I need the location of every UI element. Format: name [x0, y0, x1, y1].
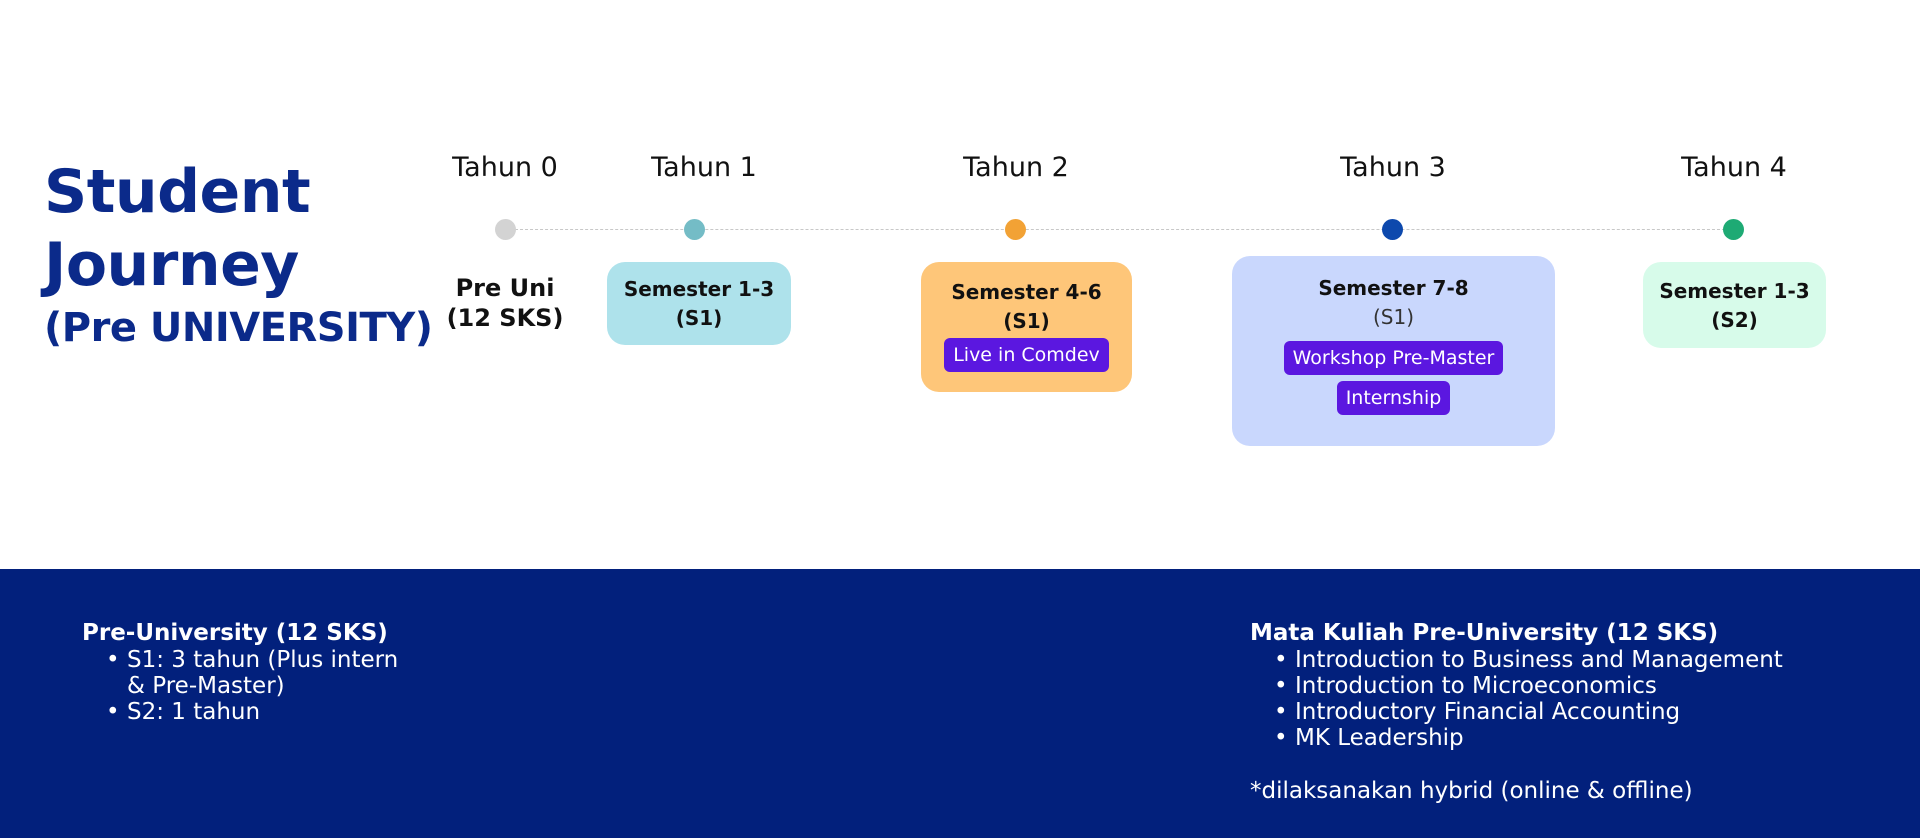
pre-university-summary: Pre-University (12 SKS) S1: 3 tahun (Plu… — [82, 619, 402, 725]
list-item: S1: 3 tahun (Plus intern & Pre-Master) — [82, 647, 402, 699]
stage-card-semester-1-3-s2: Semester 1-3 (S2) — [1643, 262, 1826, 348]
badge-workshop-pre-master: Workshop Pre-Master — [1283, 341, 1504, 375]
year-label-3: Tahun 3 — [1340, 152, 1446, 183]
course-list-heading: Mata Kuliah Pre-University (12 SKS) — [1250, 620, 1719, 646]
year-label-2: Tahun 2 — [963, 152, 1069, 183]
card4-line-2: (S2) — [1711, 308, 1758, 332]
stage-pre-uni: Pre Uni (12 SKS) — [405, 273, 605, 333]
card1-line-2: (S1) — [675, 306, 723, 330]
list-item: S2: 1 tahun — [82, 699, 402, 725]
badge-live-in-comdev: Live in Comdev — [944, 338, 1109, 372]
card3-line-2: (S1) — [1372, 305, 1415, 329]
timeline-dot-0 — [495, 219, 516, 240]
pre-university-list: S1: 3 tahun (Plus intern & Pre-Master) S… — [82, 647, 402, 725]
timeline-dot-2 — [1005, 219, 1026, 240]
title-line-3: (Pre UNIVERSITY) — [44, 305, 433, 351]
year-label-1: Tahun 1 — [651, 152, 757, 183]
stage-card-semester-7-8-s1: Semester 7-8 (S1) Workshop Pre-Master In… — [1232, 256, 1555, 446]
list-item: Introductory Financial Accounting — [1250, 699, 1890, 725]
timeline-dot-3 — [1382, 219, 1403, 240]
title-line-1: Student — [44, 157, 311, 227]
timeline-dot-1 — [684, 219, 705, 240]
card2-line-2: (S1) — [1003, 309, 1050, 333]
badge-internship: Internship — [1336, 381, 1451, 415]
pre-uni-line-2: (12 SKS) — [446, 304, 564, 332]
title-line-2: Journey — [44, 230, 299, 300]
list-item: Introduction to Microeconomics — [1250, 673, 1890, 699]
stage-card-semester-1-3-s1: Semester 1-3 (S1) — [607, 262, 791, 345]
hybrid-note: *dilaksanakan hybrid (online & offline) — [1250, 778, 1693, 804]
card1-line-1: Semester 1-3 — [623, 277, 775, 301]
course-list: Introduction to Business and Management … — [1250, 647, 1890, 751]
card2-line-1: Semester 4-6 — [951, 280, 1102, 304]
list-item: MK Leadership — [1250, 725, 1890, 751]
timeline-axis — [505, 229, 1735, 230]
info-band: Pre-University (12 SKS) S1: 3 tahun (Plu… — [0, 569, 1920, 838]
pre-university-heading: Pre-University (12 SKS) — [82, 620, 388, 646]
card3-line-1: Semester 7-8 — [1318, 276, 1469, 300]
year-label-0: Tahun 0 — [452, 152, 558, 183]
year-label-4: Tahun 4 — [1681, 152, 1787, 183]
stage-card-semester-4-6-s1: Semester 4-6 (S1) Live in Comdev — [921, 262, 1132, 392]
timeline-dot-4 — [1723, 219, 1744, 240]
card4-line-1: Semester 1-3 — [1659, 279, 1810, 303]
course-list-section: Mata Kuliah Pre-University (12 SKS) Intr… — [1250, 619, 1890, 805]
page-title: Student Journey (Pre UNIVERSITY) — [44, 156, 433, 354]
list-item: Introduction to Business and Management — [1250, 647, 1890, 673]
pre-uni-line-1: Pre Uni — [455, 274, 555, 302]
